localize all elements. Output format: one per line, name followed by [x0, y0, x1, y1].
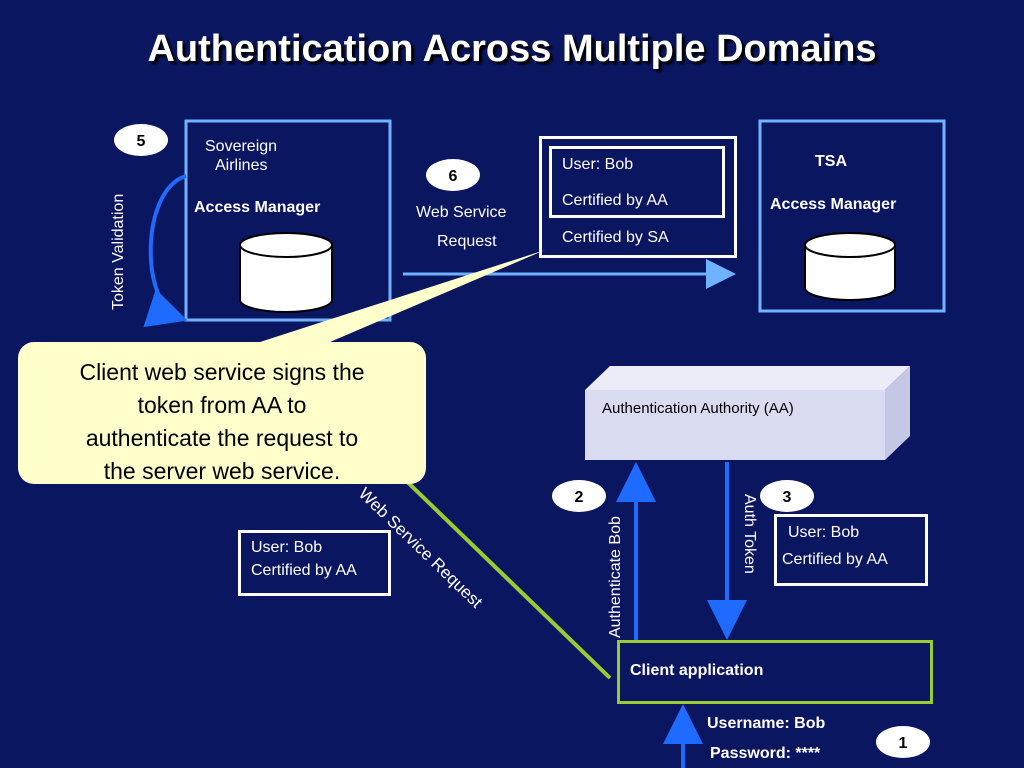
- signed-token-cert-aa: Certified by AA: [562, 192, 668, 209]
- authentication-authority-label: Authentication Authority (AA): [602, 400, 794, 417]
- callout-note: Client web service signs the token from …: [18, 342, 426, 484]
- left-token-box: [238, 530, 391, 596]
- callout-line-2: token from AA to: [137, 392, 307, 418]
- tsa-access-manager-label: Access Manager: [770, 196, 897, 213]
- client-application-label: Client application: [630, 662, 764, 679]
- web-service-label-line2: Request: [437, 233, 497, 250]
- web-service-request-line: [393, 468, 612, 680]
- left-token-cert-aa: Certified by AA: [251, 562, 357, 579]
- sovereign-database-icon: [239, 232, 333, 313]
- signed-token-user: User: Bob: [562, 156, 634, 173]
- password-label: Password: ****: [710, 745, 821, 762]
- left-token-user: User: Bob: [251, 539, 323, 556]
- callout-pointer: [260, 250, 545, 342]
- tsa-name: TSA: [815, 153, 847, 170]
- web-service-label-line1: Web Service: [416, 204, 507, 221]
- tsa-box: [758, 119, 946, 313]
- step-3-badge: 3: [760, 480, 814, 512]
- sovereign-name-line2: Airlines: [215, 157, 268, 174]
- auth-token-label: Auth Token: [741, 494, 758, 574]
- right-token-box: [774, 514, 928, 586]
- sovereign-box: [184, 119, 392, 322]
- tsa-database-icon: [804, 232, 896, 301]
- page-title: Authentication Across Multiple Domains: [147, 28, 877, 70]
- sovereign-name-line1: Sovereign: [205, 138, 278, 155]
- token-validation-arrow: [143, 174, 188, 328]
- token-validation-label: Token Validation: [110, 193, 127, 310]
- signed-token-inner-box: [549, 146, 725, 218]
- client-application-box: [617, 640, 933, 704]
- callout-line-1: Client web service signs the: [79, 359, 365, 385]
- callout-line-3: authenticate the request to: [85, 425, 359, 451]
- aa-box-side: [885, 366, 910, 460]
- step-6-badge: 6: [426, 159, 480, 191]
- step-2-badge: 2: [552, 480, 606, 512]
- aa-box-top: [585, 366, 910, 390]
- signed-token-box: [539, 136, 737, 258]
- signed-token-cert-sa: Certified by SA: [562, 229, 669, 246]
- username-label: Username: Bob: [707, 715, 826, 732]
- callout-line-4: the server web service.: [103, 458, 341, 484]
- step-1-badge: 1: [876, 726, 930, 758]
- authenticate-bob-label: Authenticate Bob: [607, 516, 624, 638]
- sovereign-access-manager-label: Access Manager: [194, 199, 321, 216]
- right-token-cert-aa: Certified by AA: [782, 551, 888, 568]
- step-5-badge: 5: [114, 124, 168, 156]
- right-token-user: User: Bob: [788, 524, 860, 541]
- authentication-authority-box: [585, 390, 885, 460]
